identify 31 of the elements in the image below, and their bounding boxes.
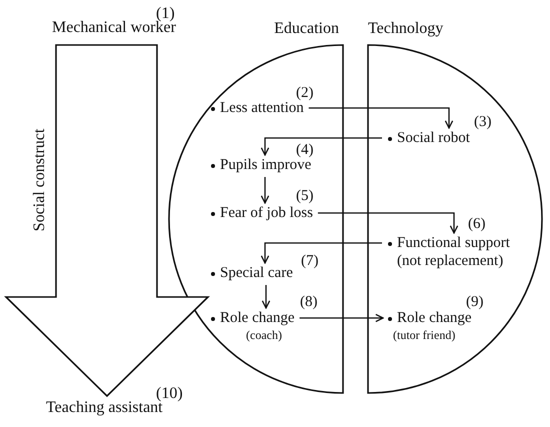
item-text: Role change — [397, 310, 472, 327]
annotation-text: Mechanical worker — [52, 19, 176, 37]
step-number: (7) — [301, 252, 318, 270]
item-text: Functional support (not replacement) — [397, 234, 511, 270]
column-heading: Education — [274, 19, 339, 39]
step-number: (6) — [468, 215, 486, 233]
item-text: Fear of job loss — [220, 204, 313, 222]
vertical-label: Social construct — [31, 128, 49, 232]
arrow — [260, 137, 382, 156]
arrow — [318, 212, 458, 234]
item-text: Pupils improve — [220, 157, 312, 174]
item-text: Less attention — [220, 100, 304, 117]
item-note: (tutor friend) — [393, 327, 456, 343]
step-number: (3) — [474, 113, 492, 131]
arrow — [308, 107, 454, 129]
step-number: (4) — [296, 141, 314, 159]
arrow — [260, 177, 270, 204]
arrow — [300, 314, 384, 322]
annotation-text: (10) — [156, 385, 183, 402]
column-heading: Technology — [368, 19, 444, 39]
step-number: (9) — [466, 293, 484, 311]
arrow — [262, 285, 270, 309]
arrow — [260, 242, 382, 264]
item-text: Special care — [220, 264, 293, 282]
step-number: (8) — [300, 293, 318, 311]
item-text: Role change — [220, 309, 295, 327]
item-text: Social robot — [397, 129, 470, 147]
annotation-text: (1) — [156, 5, 175, 22]
step-number: (5) — [296, 187, 314, 205]
step-number: (2) — [296, 84, 314, 102]
item-note: (coach) — [246, 327, 283, 343]
